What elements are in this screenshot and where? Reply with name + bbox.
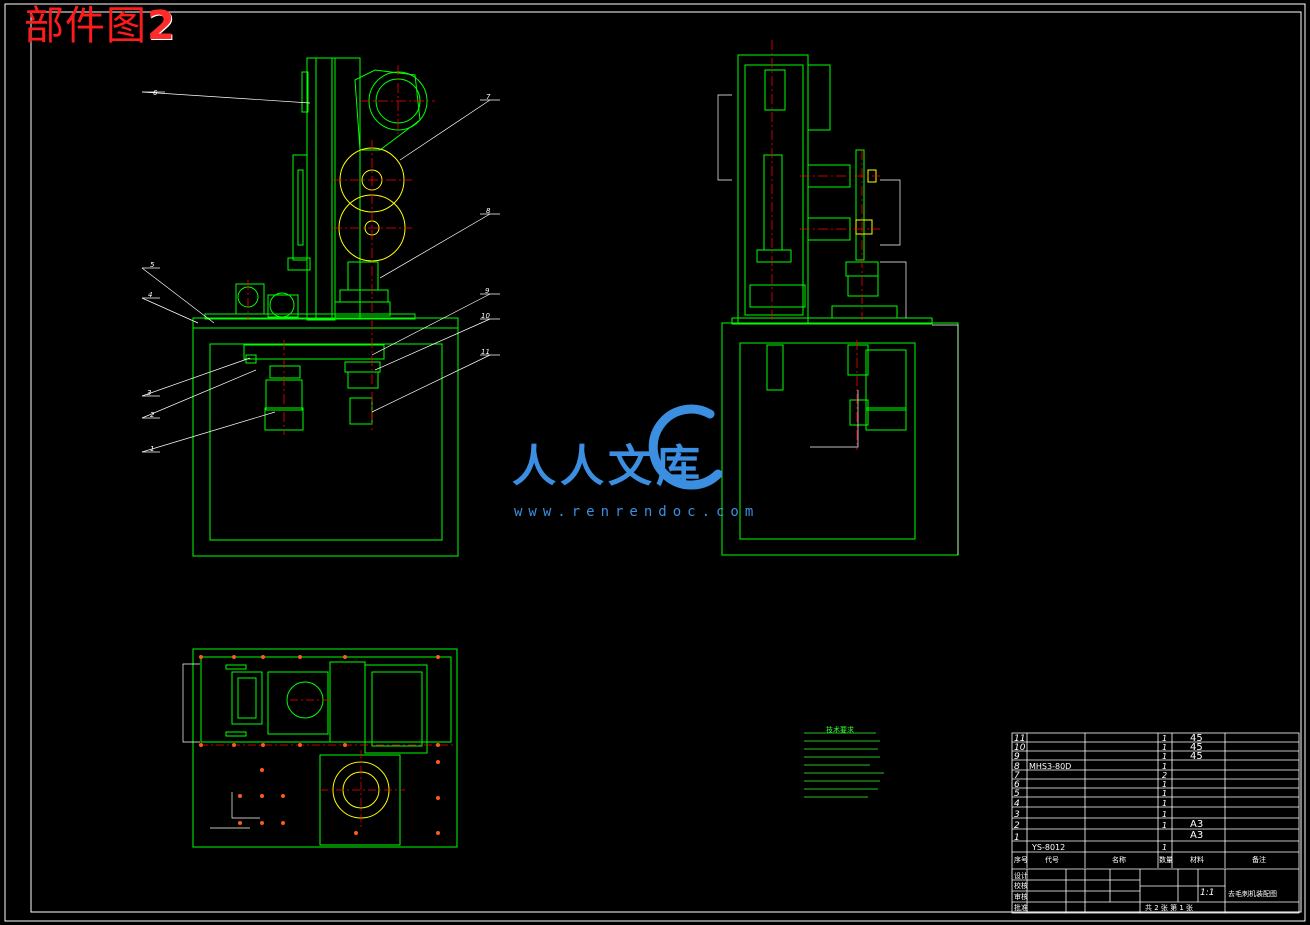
callout-5: 5 — [150, 261, 155, 269]
svg-text:1: 1 — [1162, 810, 1167, 819]
watermark-logo-icon — [648, 404, 723, 490]
callout-4: 4 — [148, 291, 152, 299]
callout-11: 11 — [481, 348, 490, 356]
svg-text:YS-8012: YS-8012 — [1031, 843, 1065, 852]
svg-text:7: 7 — [1014, 771, 1020, 781]
front-centerlines — [247, 65, 435, 435]
svg-text:审核: 审核 — [1014, 892, 1028, 901]
svg-text:备注: 备注 — [1252, 855, 1266, 864]
svg-text:1: 1 — [1162, 821, 1167, 830]
top-dims — [182, 663, 260, 829]
callout-3: 3 — [147, 389, 151, 397]
side-dimensions — [717, 94, 959, 555]
svg-text:1: 1 — [1162, 762, 1167, 771]
svg-text:45: 45 — [1190, 742, 1203, 753]
drawing-title: 部件图2 — [24, 2, 176, 50]
notes-title: 技术要求 — [826, 726, 854, 734]
svg-text:1:1: 1:1 — [1200, 888, 1214, 898]
svg-text:2: 2 — [1162, 771, 1167, 780]
callout-6: 6 — [153, 89, 158, 97]
svg-text:45: 45 — [1190, 733, 1203, 744]
top-centerlines — [200, 699, 455, 830]
svg-text:1: 1 — [1162, 789, 1167, 798]
svg-text:10: 10 — [1014, 743, 1026, 753]
drawing-title-text: 部件图 — [24, 3, 147, 49]
callout-2: 2 — [150, 411, 155, 419]
svg-text:A3: A3 — [1190, 830, 1203, 841]
svg-text:代号: 代号 — [1045, 855, 1059, 864]
callout-7: 7 — [486, 93, 491, 101]
svg-text:1: 1 — [1014, 833, 1020, 843]
svg-text:2: 2 — [1014, 821, 1020, 831]
top-view — [192, 648, 458, 848]
svg-text:1: 1 — [1162, 743, 1167, 752]
outer-frame — [4, 3, 1306, 922]
svg-text:序号: 序号 — [1014, 855, 1028, 864]
tech-notes — [804, 732, 884, 798]
front-view — [192, 57, 459, 557]
top-holes — [199, 655, 440, 835]
svg-text:8: 8 — [1014, 762, 1020, 772]
drawing-title-number: 2 — [147, 3, 176, 49]
inner-frame — [30, 11, 1302, 913]
svg-text:MHS3-80D: MHS3-80D — [1029, 762, 1071, 771]
svg-text:名称: 名称 — [1112, 855, 1126, 864]
svg-text:数量: 数量 — [1159, 855, 1173, 864]
svg-text:1: 1 — [1162, 843, 1167, 852]
callout-8: 8 — [486, 207, 491, 215]
callout-10: 10 — [481, 312, 490, 320]
callout-1: 1 — [150, 445, 154, 453]
svg-text:共 2 张 第 1 张: 共 2 张 第 1 张 — [1145, 903, 1193, 912]
svg-text:材料: 材料 — [1190, 855, 1204, 864]
side-view — [721, 54, 959, 556]
svg-text:6: 6 — [1014, 780, 1020, 790]
callout-9: 9 — [485, 287, 490, 295]
svg-text:11: 11 — [1014, 734, 1025, 744]
svg-text:1: 1 — [1162, 752, 1167, 761]
svg-text:4: 4 — [1014, 799, 1020, 809]
watermark-url: www.renrendoc.com — [514, 504, 760, 520]
svg-text:3: 3 — [1014, 810, 1020, 820]
bom-text: 11 10 9 8 7 6 5 4 3 2 1 MHS3-80D YS-8012… — [1014, 733, 1277, 912]
side-centerlines — [771, 40, 880, 450]
svg-text:设计: 设计 — [1014, 871, 1028, 880]
bom-table — [1011, 732, 1300, 914]
svg-text:校核: 校核 — [1014, 881, 1028, 890]
svg-text:5: 5 — [1014, 789, 1020, 799]
svg-text:1: 1 — [1162, 734, 1167, 743]
svg-text:9: 9 — [1014, 752, 1020, 762]
svg-text:A3: A3 — [1190, 819, 1203, 830]
svg-text:1: 1 — [1162, 780, 1167, 789]
svg-text:1: 1 — [1162, 799, 1167, 808]
svg-text:45: 45 — [1190, 751, 1203, 762]
front-leaders — [141, 91, 500, 453]
watermark-brand: 人人文库 — [512, 441, 704, 492]
svg-text:批准: 批准 — [1014, 903, 1028, 912]
svg-text:去毛刺机装配图: 去毛刺机装配图 — [1228, 889, 1277, 898]
front-callout-numbers: 6 7 8 5 4 9 10 11 3 2 1 — [147, 89, 491, 453]
